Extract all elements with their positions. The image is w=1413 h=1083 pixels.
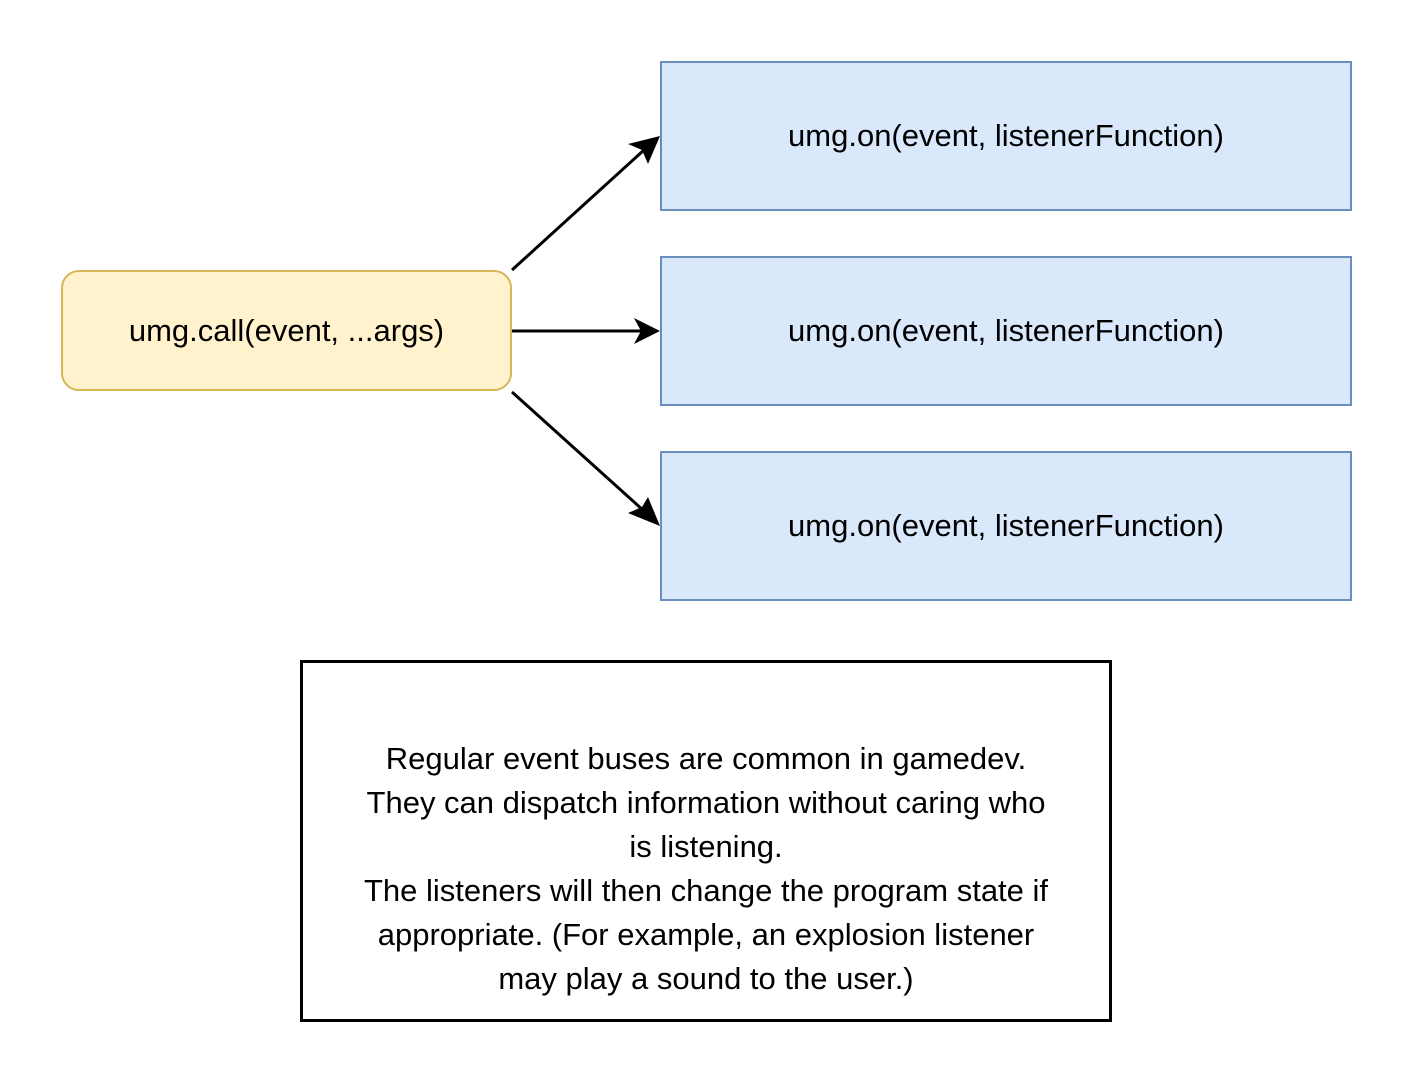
note-line-1: Regular event buses are common in gamede… (385, 741, 1027, 776)
arrowhead-2 (634, 318, 660, 344)
listener-label-1: umg.on(event, listenerFunction) (788, 118, 1224, 154)
arrowhead-3 (628, 497, 660, 526)
note-line-5: appropriate. (For example, an explosion … (377, 917, 1035, 952)
listener-node-2: umg.on(event, listenerFunction) (660, 256, 1352, 406)
note-text: Regular event buses are common in gamede… (364, 737, 1048, 1001)
caller-node: umg.call(event, ...args) (61, 270, 512, 391)
listener-node-1: umg.on(event, listenerFunction) (660, 61, 1352, 211)
listener-node-3: umg.on(event, listenerFunction) (660, 451, 1352, 601)
arrow-to-listener-1 (510, 148, 646, 272)
listener-label-2: umg.on(event, listenerFunction) (788, 313, 1224, 349)
arrowhead-1 (628, 136, 660, 164)
explanation-note: Regular event buses are common in gamede… (300, 660, 1112, 1022)
arrow-to-listener-3 (510, 390, 646, 513)
caller-label: umg.call(event, ...args) (128, 312, 445, 348)
note-line-3: is listening. (629, 829, 783, 864)
listener-label-3: umg.on(event, listenerFunction) (788, 508, 1224, 544)
note-line-6: may play a sound to the user.) (498, 961, 914, 996)
note-line-4: The listeners will then change the progr… (363, 873, 1049, 908)
note-line-2: They can dispatch information without ca… (366, 785, 1046, 820)
